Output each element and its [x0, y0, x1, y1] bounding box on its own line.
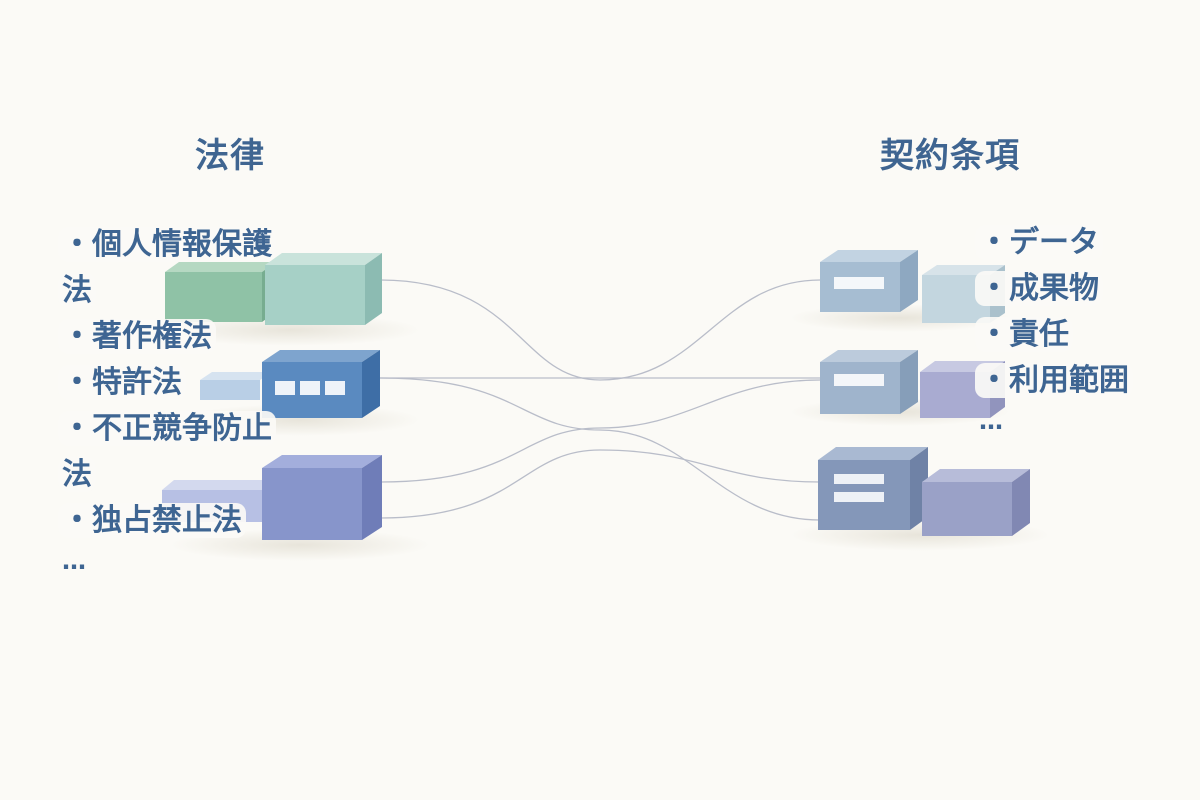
connector-line — [379, 449, 821, 519]
green-law-block — [165, 253, 382, 325]
clause-item: ・責任 — [975, 312, 1175, 358]
contract-clauses-heading: 契約条項 — [880, 136, 1020, 176]
connector-line — [379, 379, 821, 483]
law-item: ・特許法 — [58, 360, 273, 406]
clause-item: ・利用範囲 — [975, 358, 1175, 404]
blue-law-block — [200, 350, 380, 418]
clauses-more-ellipsis: … — [979, 407, 1003, 435]
connector-line — [379, 279, 821, 381]
law-item: ・著作権法 — [58, 314, 273, 360]
connector-lines — [379, 279, 821, 521]
law-item: ・不正競争防止法 — [58, 406, 276, 498]
clauses-list: ・データ ・成果物 ・責任 ・利用範囲 … — [975, 220, 1175, 438]
laws-list: ・個人情報保護法 ・著作権法 ・特許法 ・不正競争防止法 ・独占禁止法 … — [58, 222, 276, 578]
liability-clause-block — [818, 447, 1030, 536]
connector-line — [379, 377, 821, 521]
clause-item: ・成果物 — [975, 266, 1175, 312]
data-clause-block — [820, 250, 1005, 323]
deliverable-clause-block — [820, 350, 1005, 418]
laws-more-ellipsis: … — [62, 547, 86, 575]
law-item: ・独占禁止法 — [58, 498, 273, 544]
law-item: ・個人情報保護法 — [58, 222, 276, 314]
clause-item: ・データ — [975, 220, 1175, 266]
laws-heading: 法律 — [195, 136, 265, 176]
